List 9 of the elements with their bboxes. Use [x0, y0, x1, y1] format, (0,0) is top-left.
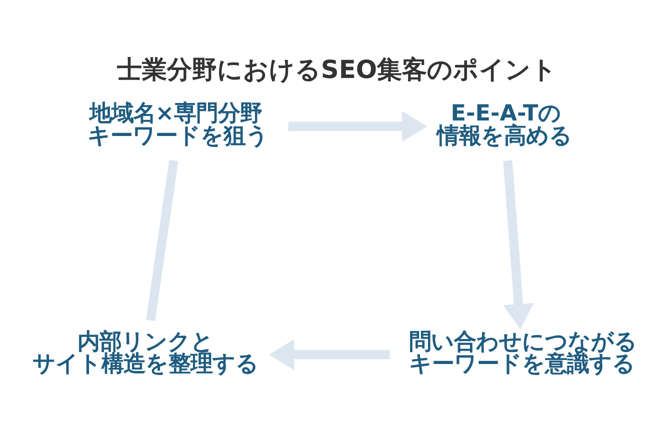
node-text: 内部リンクとサイト構造を整理する	[32, 328, 258, 377]
arrow	[503, 160, 534, 329]
node-text: 問い合わせにつながるキーワードを意識する	[408, 328, 637, 377]
diagram-title: 士業分野におけるSEO集客のポイント	[116, 54, 558, 84]
arrow	[288, 110, 428, 142]
node-text: E-E-A-Tの情報を高める	[436, 100, 572, 148]
arrow	[268, 338, 390, 370]
node-text: 地域名×専門分野キーワードを狙う	[87, 100, 268, 148]
connector	[146, 159, 178, 321]
